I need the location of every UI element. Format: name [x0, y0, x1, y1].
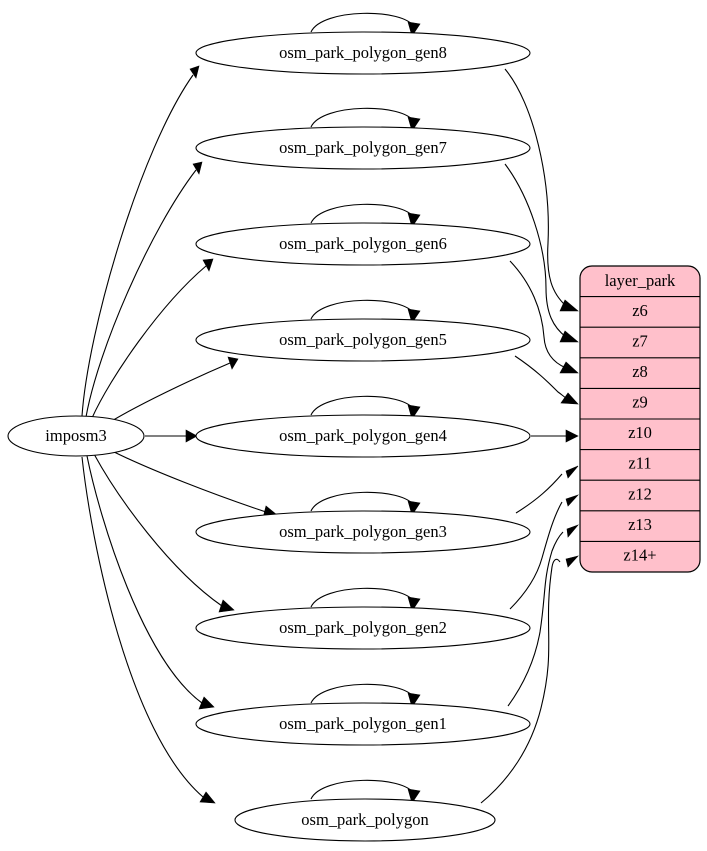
node-osm_park_polygon_gen2[interactable]: osm_park_polygon_gen2 [195, 606, 531, 650]
node-osm_park_polygon_gen6[interactable]: osm_park_polygon_gen6 [195, 222, 531, 266]
node-osm_park_polygon_gen7[interactable]: osm_park_polygon_gen7 [195, 126, 531, 170]
node-label-imposm3: imposm3 [45, 426, 106, 445]
record-row-z8[interactable]: z8 [632, 362, 648, 381]
node-label-osm_park_polygon_gen6: osm_park_polygon_gen6 [279, 234, 447, 253]
record-row-z13[interactable]: z13 [628, 515, 652, 534]
edge-imposm3-to-gen3 [109, 449, 278, 519]
node-osm_park_polygon_gen3[interactable]: osm_park_polygon_gen3 [195, 510, 531, 554]
node-osm_park_polygon_gen1[interactable]: osm_park_polygon_gen1 [195, 702, 531, 746]
self-loop-gen4 [310, 395, 421, 420]
node-label-osm_park_polygon_gen7: osm_park_polygon_gen7 [279, 138, 447, 157]
node-label-osm_park_polygon_gen5: osm_park_polygon_gen5 [279, 330, 447, 349]
record-row-layer_park-header: layer_park [605, 271, 676, 290]
edge-imposm3-to-gen4 [145, 429, 198, 443]
edge-imposm3-to-gen5 [109, 356, 239, 423]
node-osm_park_polygon_gen8[interactable]: osm_park_polygon_gen8 [195, 31, 531, 75]
edge-imposm3-to-gen7 [85, 161, 203, 418]
node-osm_park_polygon[interactable]: osm_park_polygon [234, 798, 496, 842]
edge-imposm3-to-gen8 [81, 65, 200, 417]
node-osm_park_polygon_gen5[interactable]: osm_park_polygon_gen5 [195, 318, 531, 362]
node-label-osm_park_polygon_gen2: osm_park_polygon_gen2 [279, 618, 447, 637]
record-row-z6[interactable]: z6 [632, 301, 648, 320]
record-row-z12[interactable]: z12 [628, 484, 652, 503]
node-label-osm_park_polygon: osm_park_polygon [301, 810, 428, 829]
edge-imposm3-to-gen2 [93, 453, 235, 613]
record-row-z9[interactable]: z9 [632, 392, 648, 411]
edge-gen8-to-z6 [504, 68, 579, 312]
edge-imposm3-to-gen1 [86, 455, 215, 710]
record-row-z10[interactable]: z10 [628, 423, 652, 442]
node-imposm3[interactable]: imposm3 [7, 415, 145, 457]
edge-group-tables-to-zooms [480, 68, 579, 804]
edge-gen2-to-z12 [509, 494, 579, 610]
edge-imposm3-to-gen6 [91, 258, 214, 419]
edge-imposm3-to-osm_park_polygon [81, 456, 216, 804]
node-label-osm_park_polygon_gen1: osm_park_polygon_gen1 [279, 714, 447, 733]
node-label-osm_park_polygon_gen4: osm_park_polygon_gen4 [279, 426, 447, 445]
node-osm_park_polygon_gen4[interactable]: osm_park_polygon_gen4 [195, 414, 531, 458]
node-label-osm_park_polygon_gen3: osm_park_polygon_gen3 [279, 522, 447, 541]
record-row-z11[interactable]: z11 [628, 454, 651, 473]
record-row-z7[interactable]: z7 [632, 331, 648, 350]
edge-gen7-to-z7 [504, 163, 579, 343]
edge-gen6-to-z8 [509, 260, 579, 374]
node-layer_park-record[interactable]: layer_park z6 z7 z8 z9 z10 z11 z12 z13 z… [579, 265, 701, 573]
node-label-osm_park_polygon_gen8: osm_park_polygon_gen8 [279, 43, 447, 62]
self-loop-osm_park_polygon [310, 779, 421, 804]
edge-gen5-to-z9 [514, 355, 579, 405]
record-row-z14plus[interactable]: z14+ [623, 545, 656, 564]
node-group: imposm3 osm_park_polygon_gen8 osm_park_p… [7, 31, 531, 842]
edge-gen4-to-z10 [531, 429, 579, 443]
edge-gen3-to-z11 [515, 465, 579, 514]
edge-gen1-to-z13 [507, 524, 579, 707]
edge-osm_park_polygon-to-z14 [480, 555, 579, 804]
